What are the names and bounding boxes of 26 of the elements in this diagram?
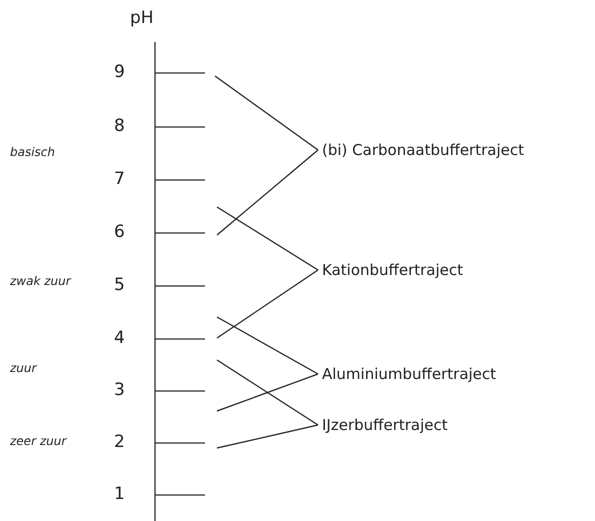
tick-label: 7	[114, 169, 125, 189]
range-label: zeer zuur	[10, 434, 66, 448]
bracket-line	[216, 206, 318, 270]
bracket-line	[216, 424, 318, 449]
bracket-line	[214, 76, 318, 150]
range-label: Aluminiumbuffertraject	[322, 365, 496, 383]
bracket-line	[216, 270, 318, 338]
bracket-line	[216, 373, 318, 412]
range-label: zuur	[10, 361, 36, 375]
bracket-line	[216, 316, 318, 375]
tick-label: 5	[114, 275, 125, 295]
bracket-line	[216, 360, 318, 426]
axis-title: pH	[130, 8, 154, 28]
range-label: basisch	[10, 145, 56, 159]
bracket-line	[216, 150, 318, 236]
tick-label: 4	[114, 328, 125, 348]
tick-label: 3	[114, 380, 125, 400]
tick-label: 1	[114, 484, 125, 504]
range-label: zwak zuur	[10, 274, 71, 288]
range-label: Kationbuffertraject	[322, 261, 464, 279]
tick-label: 2	[114, 432, 125, 452]
tick-label: 6	[114, 222, 125, 242]
range-label: (bi) Carbonaatbuffertraject	[322, 141, 524, 159]
range-label: IJzerbuffertraject	[322, 416, 448, 434]
tick-label: 8	[114, 116, 125, 136]
tick-label: 9	[114, 62, 125, 82]
